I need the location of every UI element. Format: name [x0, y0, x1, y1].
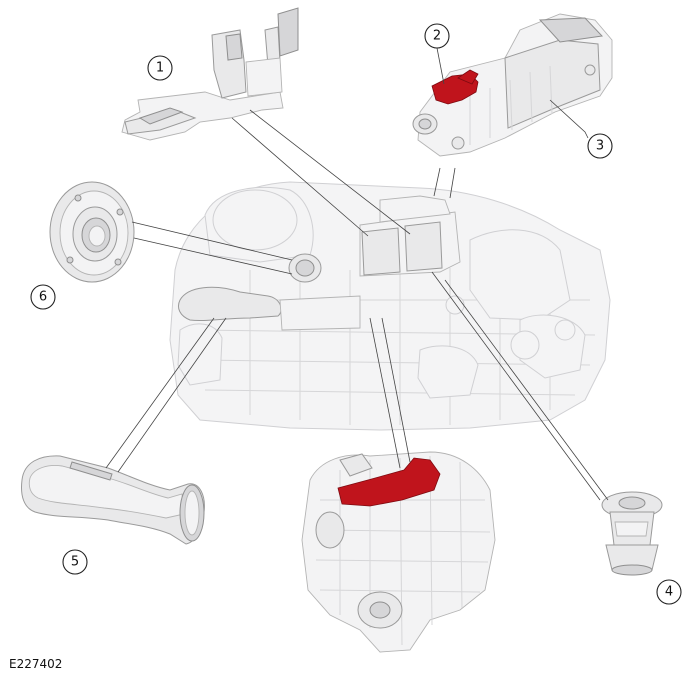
callout-2-label: 2 — [433, 29, 441, 44]
leader-lines — [105, 47, 609, 501]
callout-1-label: 1 — [156, 61, 164, 76]
callout-3-label: 3 — [596, 139, 604, 154]
callout-5: 5 — [62, 549, 88, 575]
part-5-tube — [21, 455, 205, 545]
part-3-cover — [412, 13, 613, 157]
engine-locator — [301, 451, 496, 653]
callout-2: 2 — [424, 23, 450, 49]
callout-6: 6 — [30, 284, 56, 310]
callout-4-label: 4 — [665, 585, 673, 600]
engine-cover-ghost — [177, 195, 461, 331]
callout-5-label: 5 — [71, 555, 79, 570]
callout-1: 1 — [147, 55, 173, 81]
callout-4: 4 — [656, 579, 682, 605]
part-4-grommet — [601, 491, 663, 576]
callout-6-label: 6 — [39, 290, 47, 305]
part-1-heat-shield — [121, 7, 299, 141]
part-6-flange — [49, 181, 135, 283]
figure-reference-id: E227402 — [9, 657, 63, 671]
callout-3: 3 — [587, 133, 613, 159]
